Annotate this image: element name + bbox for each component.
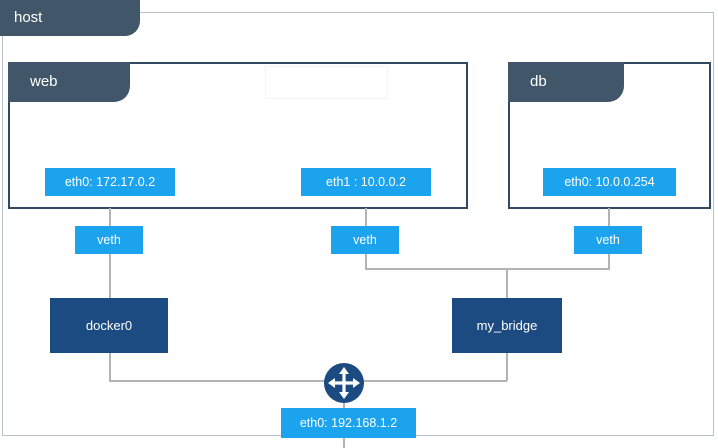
link-db-eth0-to-veth3: [608, 208, 610, 227]
interface-web-eth0[interactable]: eth0: 172.17.0.2: [45, 168, 175, 196]
container-web-tab: web: [8, 62, 130, 102]
interface-host-eth0[interactable]: eth0: 192.168.1.2: [281, 408, 416, 438]
link-my-bridge-to-bottom-bus: [506, 353, 508, 381]
bridge-docker0[interactable]: docker0: [50, 298, 168, 353]
link-host-eth0-downlink: [343, 437, 345, 448]
veth-2[interactable]: veth: [331, 226, 399, 254]
interface-db-eth0[interactable]: eth0: 10.0.0.254: [543, 168, 676, 196]
host-tab: host: [0, 0, 140, 36]
web-empty-placeholder-rect: [265, 66, 388, 99]
container-db-tab: db: [508, 62, 624, 102]
interface-web-eth1[interactable]: eth1 : 10.0.0.2: [301, 168, 431, 196]
bridge-my-bridge[interactable]: my_bridge: [452, 298, 562, 353]
link-bus-to-my-bridge: [506, 268, 508, 298]
host-tab-label: host: [14, 9, 43, 26]
veth-1[interactable]: veth: [75, 226, 143, 254]
link-veth1-to-docker0: [109, 254, 111, 298]
link-veth2-to-bus: [365, 254, 367, 270]
veth-3[interactable]: veth: [574, 226, 642, 254]
link-web-eth0-to-veth1: [109, 208, 111, 227]
container-db-label: db: [530, 73, 547, 90]
link-docker0-to-bottom-bus: [109, 353, 111, 381]
container-db: db: [508, 62, 711, 209]
router-icon[interactable]: [323, 362, 365, 404]
container-web-label: web: [30, 73, 58, 90]
link-veth3-to-bus: [608, 254, 610, 270]
bus-veth2-veth3: [365, 268, 610, 270]
bottom-bus: [109, 380, 507, 382]
link-web-eth1-to-veth2: [365, 208, 367, 227]
